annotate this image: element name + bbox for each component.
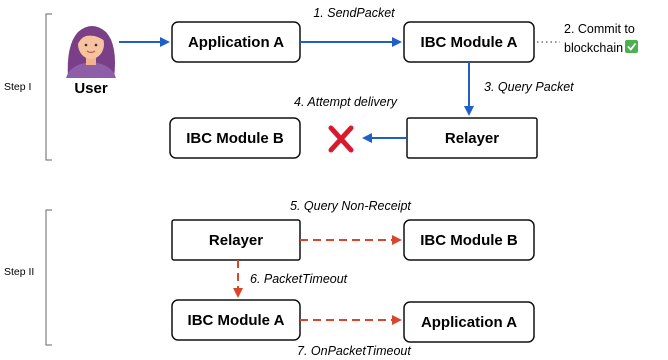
step-one-label: Step I <box>4 81 31 93</box>
ibc-module-a-bottom-label: IBC Module A <box>188 312 285 329</box>
commit-label-line2: blockchain <box>564 41 623 55</box>
ibc-module-b-bottom-label: IBC Module B <box>420 232 518 249</box>
check-mark-icon <box>625 40 638 53</box>
commit-label-line1: 2. Commit to <box>564 22 635 36</box>
user-avatar-icon <box>66 26 116 78</box>
ibc-module-b-top-box <box>169 117 301 159</box>
attempt-delivery-label: 4. Attempt delivery <box>294 95 398 109</box>
step-two-bracket <box>45 209 52 346</box>
user-label: User <box>74 80 108 97</box>
on-packet-timeout-label: 7. OnPacketTimeout <box>297 344 411 358</box>
relayer-bottom-label: Relayer <box>209 232 263 249</box>
relayer-top-label: Relayer <box>445 130 499 147</box>
ibc-module-a-top-label: IBC Module A <box>421 34 518 51</box>
application-a-bottom-box <box>403 301 535 343</box>
step-one-bracket <box>45 13 52 161</box>
failure-x-icon <box>328 125 354 153</box>
query-non-receipt-label: 5. Query Non-Receipt <box>290 199 411 213</box>
step-two-label: Step II <box>4 266 34 278</box>
send-packet-label: 1. SendPacket <box>313 6 395 20</box>
query-packet-label: 3. Query Packet <box>484 80 574 94</box>
ibc-module-b-top-label: IBC Module B <box>186 130 284 147</box>
ibc-module-b-bottom-box <box>403 219 535 261</box>
packet-timeout-label: 6. PacketTimeout <box>250 272 348 286</box>
application-a-bottom-label: Application A <box>421 314 517 331</box>
application-a-top-label: Application A <box>188 34 284 51</box>
